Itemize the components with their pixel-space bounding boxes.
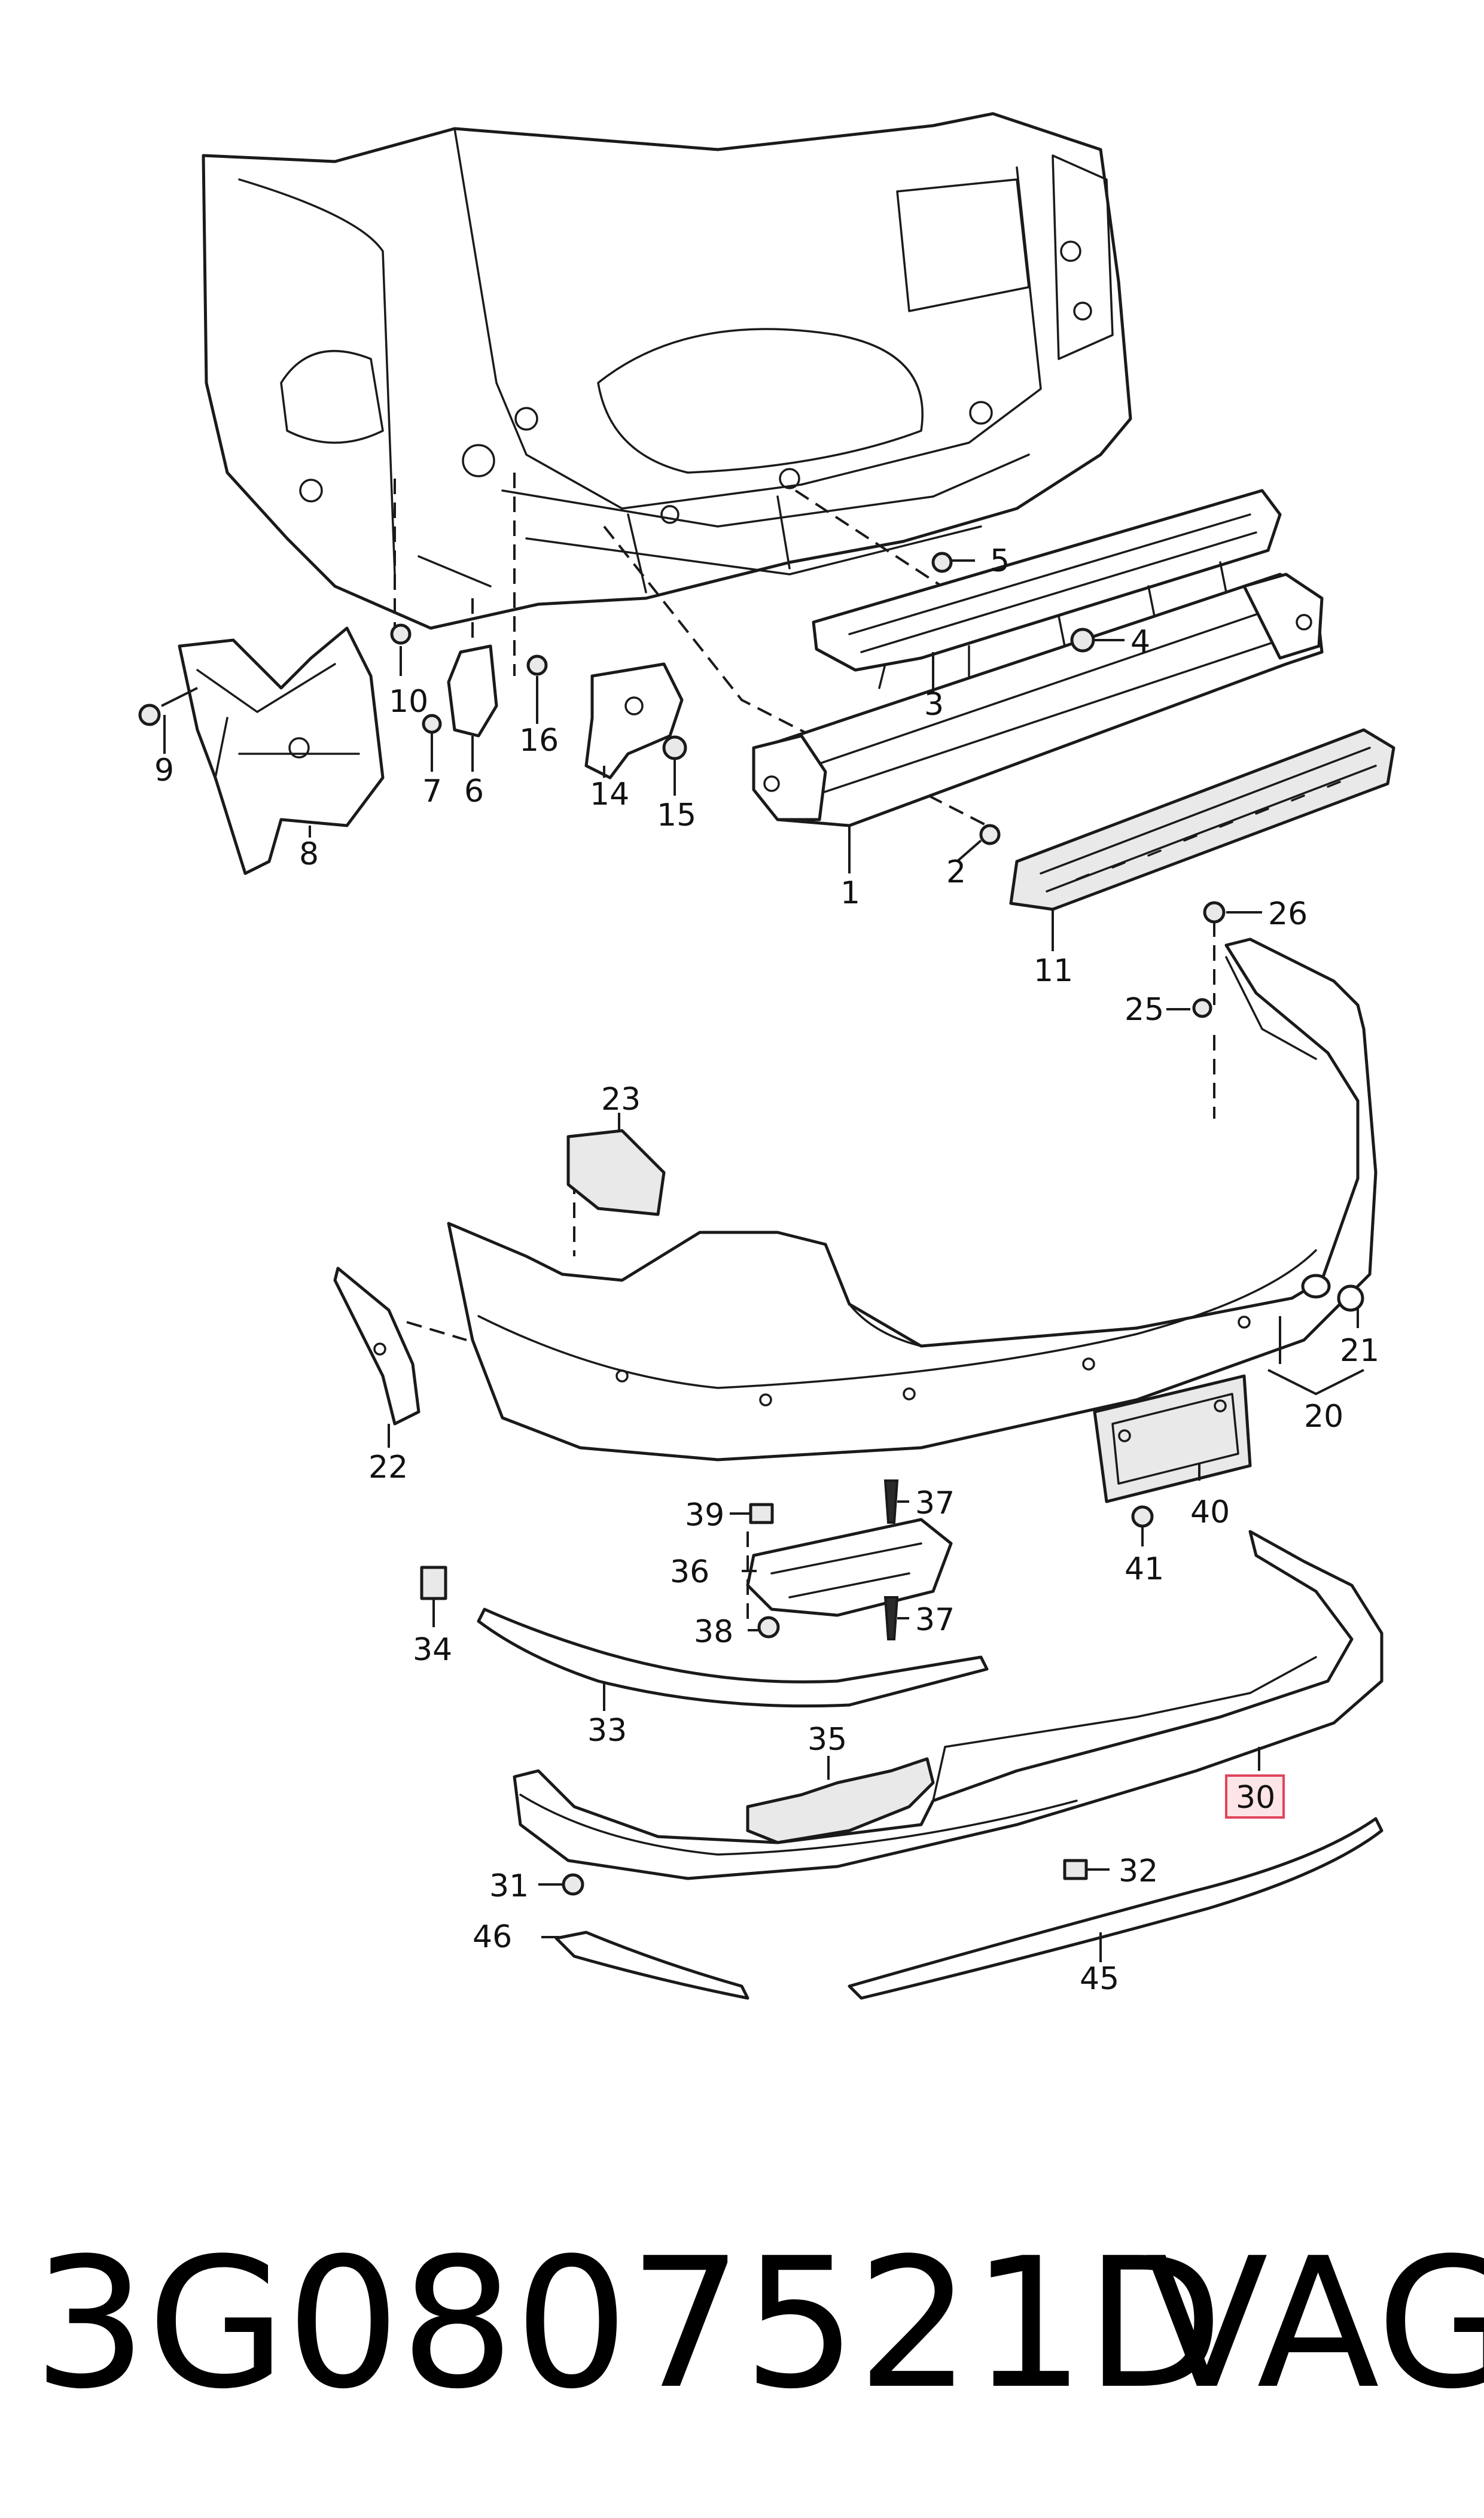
brand-label: VAG xyxy=(1145,2219,1484,2428)
callout-20: 20 xyxy=(1304,1399,1343,1435)
callout-5: 5 xyxy=(990,543,1010,579)
highlight-box-30 xyxy=(1225,1774,1285,1819)
part-40-license-plate-base xyxy=(1093,1374,1252,1503)
callout-46: 46 xyxy=(473,1919,512,1955)
callout-30: 30 xyxy=(1236,1780,1275,1816)
fasteners-middle xyxy=(420,1479,899,1640)
fastener-25 xyxy=(1192,998,1212,1018)
fasteners-lower xyxy=(562,1859,1088,1896)
callout-16: 16 xyxy=(519,723,559,759)
fastener-26 xyxy=(1203,901,1226,924)
caption-bar: 3G0807521D VAG xyxy=(0,2225,1484,2423)
callout-35: 35 xyxy=(807,1722,847,1758)
part-6-bracket xyxy=(447,644,498,738)
callout-34: 34 xyxy=(413,1632,452,1668)
fastener-9 xyxy=(138,704,161,726)
part-36-bracket xyxy=(746,1518,953,1617)
callout-11: 11 xyxy=(1034,953,1073,989)
callout-40: 40 xyxy=(1190,1494,1230,1530)
fastener-16 xyxy=(526,654,548,676)
part-22-side-guide xyxy=(333,1266,420,1426)
callout-38: 38 xyxy=(694,1614,733,1650)
part-34-clip xyxy=(420,1566,447,1600)
callout-26: 26 xyxy=(1268,896,1308,932)
fastener-5 xyxy=(931,552,953,573)
fastener-31 xyxy=(562,1873,584,1896)
callout-37-lower: 37 xyxy=(915,1602,955,1638)
part-45-strip xyxy=(848,1817,1384,2000)
callout-1: 1 xyxy=(840,875,860,911)
part-1-reinforcement xyxy=(752,573,1324,827)
callout-32: 32 xyxy=(1119,1853,1158,1889)
callout-7: 7 xyxy=(422,774,442,809)
fastener-15 xyxy=(662,735,687,760)
callout-31: 31 xyxy=(489,1868,529,1904)
callout-10: 10 xyxy=(389,684,428,720)
callout-45: 45 xyxy=(1080,1961,1119,1997)
fastener-7 xyxy=(422,714,442,734)
part-41-clip xyxy=(1131,1505,1154,1528)
callout-3: 3 xyxy=(924,687,944,723)
callout-37-upper: 37 xyxy=(915,1485,955,1521)
callout-36: 36 xyxy=(670,1554,709,1590)
part-8-side-bracket xyxy=(178,626,385,875)
fastener-32 xyxy=(1063,1859,1088,1880)
fastener-37-lower xyxy=(883,1596,899,1640)
callout-14: 14 xyxy=(590,777,629,812)
fastener-39 xyxy=(749,1503,774,1524)
part-3-upper-carrier xyxy=(812,489,1282,689)
callout-39: 39 xyxy=(685,1497,724,1533)
part-14-bracket xyxy=(584,662,684,780)
callout-33: 33 xyxy=(587,1713,627,1749)
part-23-pad xyxy=(566,1129,666,1216)
callout-4: 4 xyxy=(1130,624,1150,660)
fastener-2 xyxy=(979,824,1001,845)
callout-23: 23 xyxy=(601,1082,641,1118)
part-11-energy-absorber xyxy=(1009,728,1395,911)
callout-9: 9 xyxy=(154,753,174,788)
part-30-lower-diffuser xyxy=(513,1530,1384,1880)
part-21-cap xyxy=(1337,1284,1364,1312)
part-number: 3G0807521D xyxy=(33,2219,1224,2428)
fastener-10 xyxy=(390,623,412,645)
callout-2: 2 xyxy=(946,854,966,890)
callout-41: 41 xyxy=(1125,1551,1164,1587)
part-33-trim-strip xyxy=(477,1607,989,1708)
fastener-38 xyxy=(757,1616,780,1639)
assembly-guide-lines xyxy=(394,473,1215,1627)
callout-25: 25 xyxy=(1125,992,1164,1028)
part-46-strip xyxy=(554,1931,749,2000)
fastener-4 xyxy=(1070,628,1095,653)
callout-15: 15 xyxy=(657,797,696,833)
callout-21: 21 xyxy=(1340,1333,1379,1369)
fasteners-upper xyxy=(138,552,1226,1018)
callout-22: 22 xyxy=(368,1450,408,1485)
part-35-bracket xyxy=(746,1757,935,1844)
leader-lines xyxy=(161,559,1364,1962)
fastener-37-upper xyxy=(883,1479,899,1524)
part-20-bumper-cover xyxy=(447,937,1378,1462)
callouts: 5 4 3 1 2 11 26 25 9 10 7 6 8 16 14 15 2… xyxy=(154,543,1379,1997)
callout-8: 8 xyxy=(299,836,319,872)
callout-6: 6 xyxy=(464,774,484,809)
